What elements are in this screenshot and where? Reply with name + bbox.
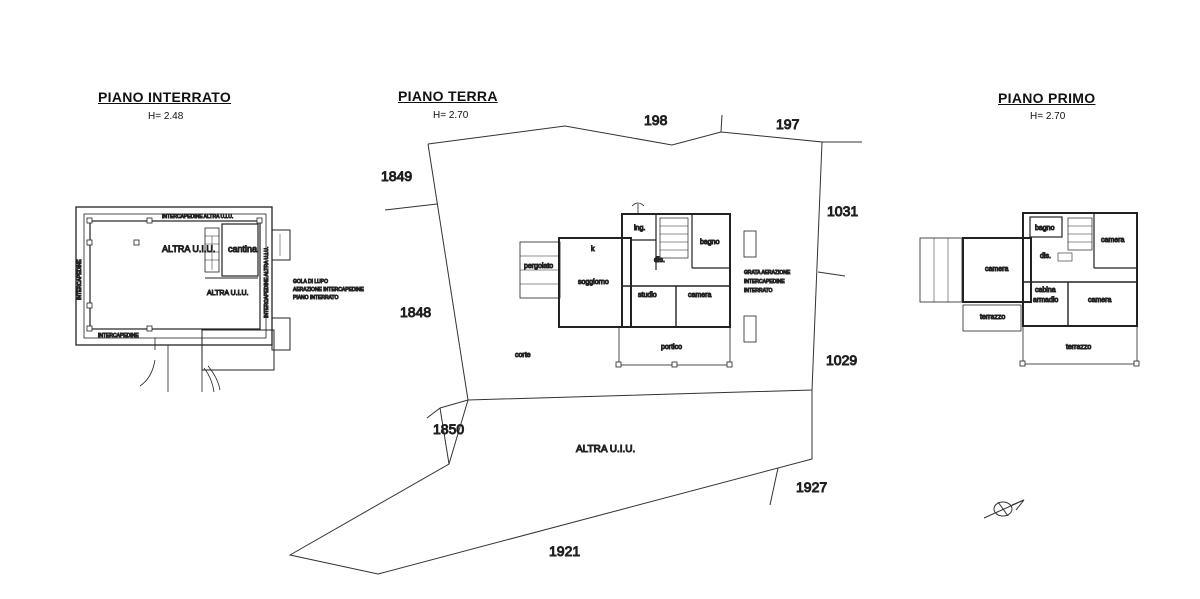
first-room-cabina: cabina xyxy=(1035,287,1056,294)
site-parcel-lines xyxy=(288,114,862,575)
ground-room-studio: studio xyxy=(638,292,657,299)
basement-room-altra-uiu-2: ALTRA U.I.U. xyxy=(207,290,249,297)
ground-room-dis: dis. xyxy=(654,257,665,264)
height-piano-interrato: H= 2.48 xyxy=(148,111,184,122)
parcel-1849: 1849 xyxy=(381,168,412,184)
ground-room-k: k xyxy=(591,246,595,253)
parcel-1850: 1850 xyxy=(433,421,464,437)
height-piano-primo: H= 2.70 xyxy=(1030,111,1066,122)
basement-room-cantina: cantina xyxy=(228,244,257,254)
parcel-labels: 198 197 1849 1031 1848 1029 1850 1927 19… xyxy=(381,112,859,560)
ground-note-line-2: INTERCAPEDINE xyxy=(744,279,785,285)
ground-room-bagno: bagno xyxy=(700,239,720,246)
first-room-camera-3: camera xyxy=(1088,297,1111,304)
first-terrazzo-bottom: terrazzo xyxy=(1066,344,1091,351)
basement-wall-label-top: INTERCAPEDINE ALTRA U.I.U. xyxy=(162,214,233,220)
title-piano-interrato: PIANO INTERRATO xyxy=(98,89,232,105)
parcel-1029: 1029 xyxy=(826,352,857,368)
title-piano-terra: PIANO TERRA xyxy=(398,88,498,104)
first-room-dis: dis. xyxy=(1040,253,1051,260)
parcel-198: 198 xyxy=(644,112,668,128)
title-piano-primo: PIANO PRIMO xyxy=(998,90,1096,106)
first-room-bagno: bagno xyxy=(1035,225,1055,232)
first-floor-plan: bagno camera camera dis. cabina armadio … xyxy=(919,212,1140,367)
ground-room-soggiorno: soggiorno xyxy=(578,279,609,286)
basement-wall-label-bottom: INTERCAPEDINE xyxy=(98,333,139,339)
first-room-armadio: armadio xyxy=(1033,297,1058,304)
first-terrazzo-left: terrazzo xyxy=(980,314,1005,321)
basement-note-line-1: GOLA DI LUPO xyxy=(293,279,328,285)
parcel-1031: 1031 xyxy=(827,203,858,219)
basement-wall-label-left: INTERCAPEDINE xyxy=(77,259,83,300)
first-room-camera-1: camera xyxy=(1101,237,1124,244)
parcel-1848: 1848 xyxy=(400,304,431,320)
parcel-1927: 1927 xyxy=(796,479,827,495)
parcel-197: 197 xyxy=(776,116,800,132)
ground-floor-plan: ing. bagno k dis. soggiorno studio camer… xyxy=(515,202,791,368)
ground-portico-label: portico xyxy=(661,344,682,351)
ground-pergolato-label: pergolato xyxy=(524,263,553,270)
north-arrow-icon xyxy=(983,499,1025,519)
basement-note-line-2: AERAZIONE INTERCAPEDINE xyxy=(293,287,365,293)
ground-note-line-1: GRATA AERAZIONE xyxy=(744,270,791,276)
basement-note-line-3: PIANO INTERRATO xyxy=(293,295,338,301)
height-piano-terra: H= 2.70 xyxy=(433,110,469,121)
ground-room-ing: ing. xyxy=(634,225,645,232)
ground-corte-label: corte xyxy=(515,352,531,359)
ground-note-line-3: INTERRATO xyxy=(744,288,773,294)
site-altra-uiu-label: ALTRA U.I.U. xyxy=(576,444,635,455)
ground-room-camera: camera xyxy=(688,292,711,299)
parcel-1921: 1921 xyxy=(549,543,580,559)
basement-plan: ALTRA U.I.U. cantina ALTRA U.I.U. INTERC… xyxy=(75,206,365,393)
first-room-camera-2: camera xyxy=(985,266,1008,273)
basement-wall-label-right: INTERCAPEDINE ALTRA U.I.U. xyxy=(264,247,270,318)
basement-room-altra-uiu: ALTRA U.I.U. xyxy=(162,244,215,254)
